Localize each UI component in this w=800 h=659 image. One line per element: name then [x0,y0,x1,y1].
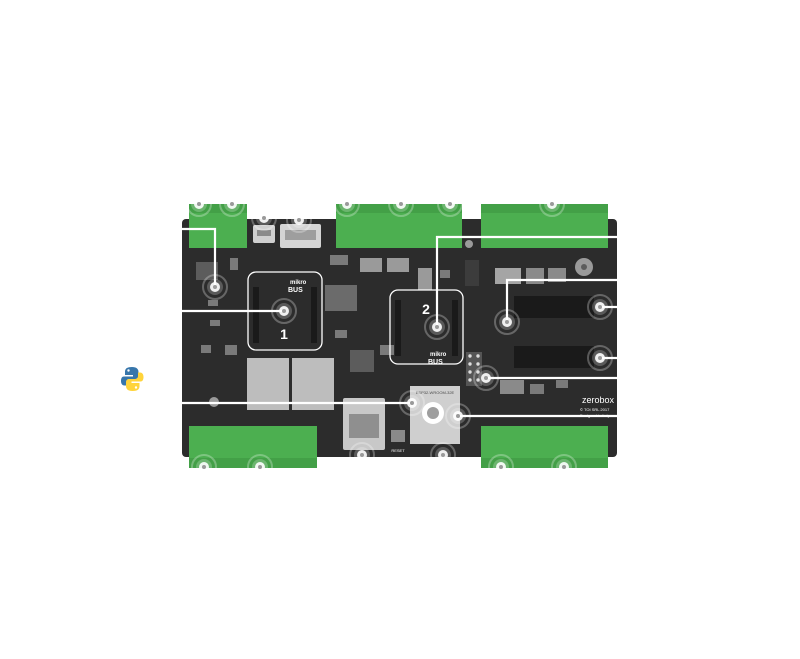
hotspot-esp32-right[interactable] [445,403,471,429]
esp32-module-label: ESP32-WROOM-32E [416,390,455,395]
ic-socket-bottom [514,346,594,368]
hotspot-ic-socket-bottom[interactable] [587,345,613,371]
slot-2-brand-bottom: BUS [428,359,443,366]
pin-header [466,352,482,386]
hotspot-esp32-bottom[interactable] [430,442,456,468]
leader-lines [182,227,617,418]
hotspot-esp32-left[interactable] [399,390,425,416]
hotspot-bottom-left-terminal-2[interactable] [247,454,273,480]
hotspot-hdmi[interactable] [286,207,312,233]
hotspot-top-center-terminal-2[interactable] [388,191,414,217]
terminal-block-top-right [481,204,608,248]
hotspot-usb[interactable] [251,205,277,231]
pcb-components [196,255,568,394]
hotspot-ethernet[interactable] [349,442,375,468]
relay-right [292,358,334,410]
slot-2-brand-top: mikro [430,352,447,358]
hotspot-mikrobus-1[interactable] [271,298,297,324]
ethernet-port [343,398,385,450]
reset-label: RESET [391,448,405,453]
ic-socket-top [514,296,594,318]
mounting-hole-top [465,240,473,248]
hotspot-bottom-left-terminal-1[interactable] [191,454,217,480]
slot-1-brand-top: mikro [290,280,307,286]
relay-left [247,358,289,410]
mikrobus-slot-2: 2 mikro BUS [389,289,464,366]
terminal-block-top-left [189,204,247,248]
hotspot-mikrobus-2[interactable] [424,314,450,340]
hotspot-top-left-terminal-2[interactable] [219,191,245,217]
hotspot-top-center-terminal-1[interactable] [334,191,360,217]
zerobox-brand: zerobox © TOI SRL 2017 Designed in Italy [580,395,615,418]
hotspot-top-left-terminal-1[interactable] [186,191,212,217]
hotspot-top-center-terminal-3[interactable] [437,191,463,217]
hotspot-top-right-terminal[interactable] [539,191,565,217]
brand-copyright: © TOI SRL 2017 [580,407,610,412]
slot-1-number: 1 [280,326,288,342]
terminal-block-bottom-left [189,426,317,468]
reset-button[interactable] [391,430,405,442]
slot-2-number: 2 [422,301,430,317]
hotspot-sensor[interactable] [202,274,228,300]
hdmi-connector [280,224,321,248]
usb-connector [253,225,275,243]
hotspot-bottom-right-terminal-2[interactable] [551,454,577,480]
hotspot-bottom-right-terminal-1[interactable] [488,454,514,480]
hotspot-led[interactable] [494,309,520,335]
slot-1-brand-bottom: BUS [288,287,303,294]
hotspot-pin-header[interactable] [473,365,499,391]
terminal-block-bottom-right [481,426,608,468]
hotspot-ic-socket-top[interactable] [587,294,613,320]
brand-name: zerobox [582,395,615,405]
python-icon[interactable] [121,367,144,391]
esp32-module: ESP32-WROOM-32E [410,386,460,444]
